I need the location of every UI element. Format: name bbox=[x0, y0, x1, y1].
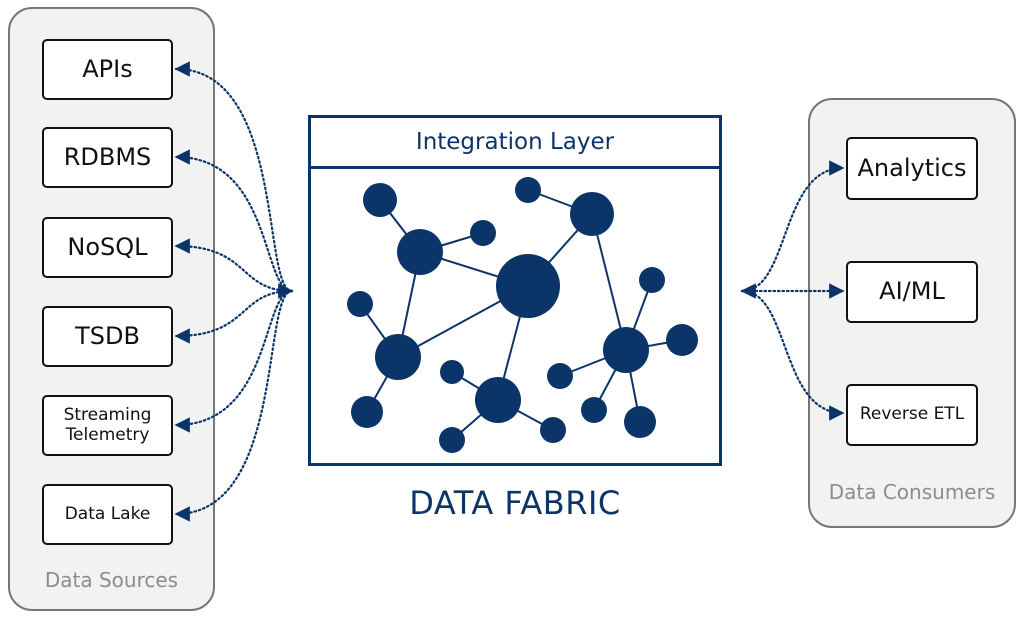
graph-node bbox=[363, 183, 397, 217]
graph-node bbox=[624, 406, 656, 438]
graph-edge bbox=[591, 213, 627, 351]
consumer-analytics: Analytics bbox=[846, 137, 978, 200]
graph-node bbox=[470, 220, 496, 246]
source-data-lake: Data Lake bbox=[42, 484, 173, 545]
consumer-reverse-etl: Reverse ETL bbox=[846, 384, 978, 446]
graph-node bbox=[515, 177, 541, 203]
graph-node bbox=[440, 360, 464, 384]
network-graph bbox=[347, 177, 698, 453]
source-nosql: NoSQL bbox=[42, 217, 173, 278]
graph-node bbox=[603, 327, 649, 373]
graph-node bbox=[570, 192, 614, 236]
data-fabric-box: Integration Layer bbox=[308, 115, 722, 466]
graph-node bbox=[439, 427, 465, 453]
graph-node bbox=[581, 397, 607, 423]
graph-node bbox=[397, 229, 443, 275]
consumer-ai-ml: AI/ML bbox=[846, 261, 978, 323]
data-fabric-caption: DATA FABRIC bbox=[409, 484, 621, 522]
graph-node bbox=[547, 363, 573, 389]
graph-node bbox=[347, 291, 373, 317]
graph-node bbox=[375, 334, 421, 380]
integration-layer-header: Integration Layer bbox=[311, 118, 719, 169]
graph-node bbox=[351, 396, 383, 428]
graph-node bbox=[639, 267, 665, 293]
graph-node bbox=[540, 417, 566, 443]
source-tsdb: TSDB bbox=[42, 306, 173, 367]
graph-node bbox=[496, 254, 560, 318]
graph-node bbox=[475, 377, 521, 423]
data-consumers-title: Data Consumers bbox=[828, 480, 996, 504]
source-apis: APIs bbox=[42, 39, 173, 100]
graph-node bbox=[666, 324, 698, 356]
source-streaming-telemetry: Streaming Telemetry bbox=[42, 395, 173, 456]
data-sources-title: Data Sources bbox=[44, 568, 179, 592]
source-rdbms: RDBMS bbox=[42, 127, 173, 188]
